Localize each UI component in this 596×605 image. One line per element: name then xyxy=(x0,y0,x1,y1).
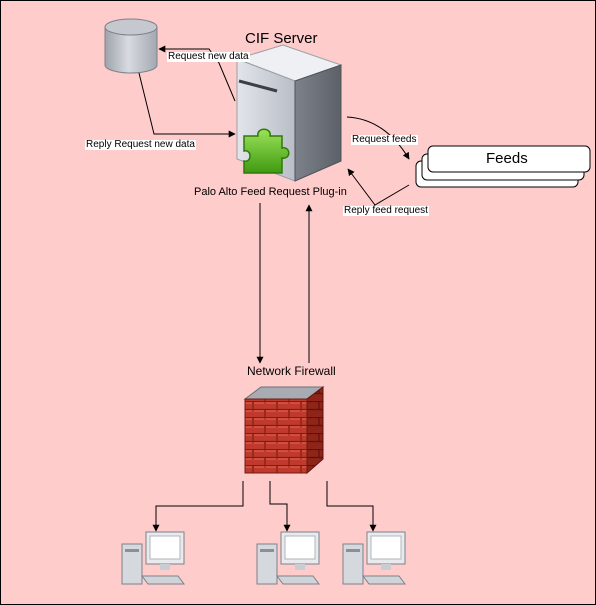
firewall-icon xyxy=(243,386,325,475)
computer-icon xyxy=(342,531,406,585)
computer-icon xyxy=(256,531,320,585)
computer-icon xyxy=(121,531,185,585)
firewall-label: Network Firewall xyxy=(247,364,336,378)
edge-label-reply-feed-request: Reply feed request xyxy=(343,205,429,216)
edge-firewall-to-computer-2 xyxy=(269,481,291,532)
edge-firewall-to-computer-3 xyxy=(326,481,377,532)
edge-label-request-feeds: Request feeds xyxy=(351,134,418,145)
edge-label-reply-request-new-data: Reply Request new data xyxy=(85,139,196,150)
feeds-document-stack xyxy=(415,145,591,188)
plugin-label: Palo Alto Feed Request Plug-in xyxy=(194,186,347,198)
edge-label-request-new-data: Request new data xyxy=(167,51,250,62)
edge-reply-feed-request xyxy=(347,168,410,206)
edge-reply-request-new-data xyxy=(138,72,236,138)
feeds-label: Feeds xyxy=(486,150,528,167)
edge-request-feeds xyxy=(346,116,410,160)
puzzle-plugin-icon xyxy=(243,128,290,174)
server-title: CIF Server xyxy=(245,30,318,47)
edge-firewall-to-computer-1 xyxy=(152,481,244,532)
database-icon xyxy=(104,18,158,74)
